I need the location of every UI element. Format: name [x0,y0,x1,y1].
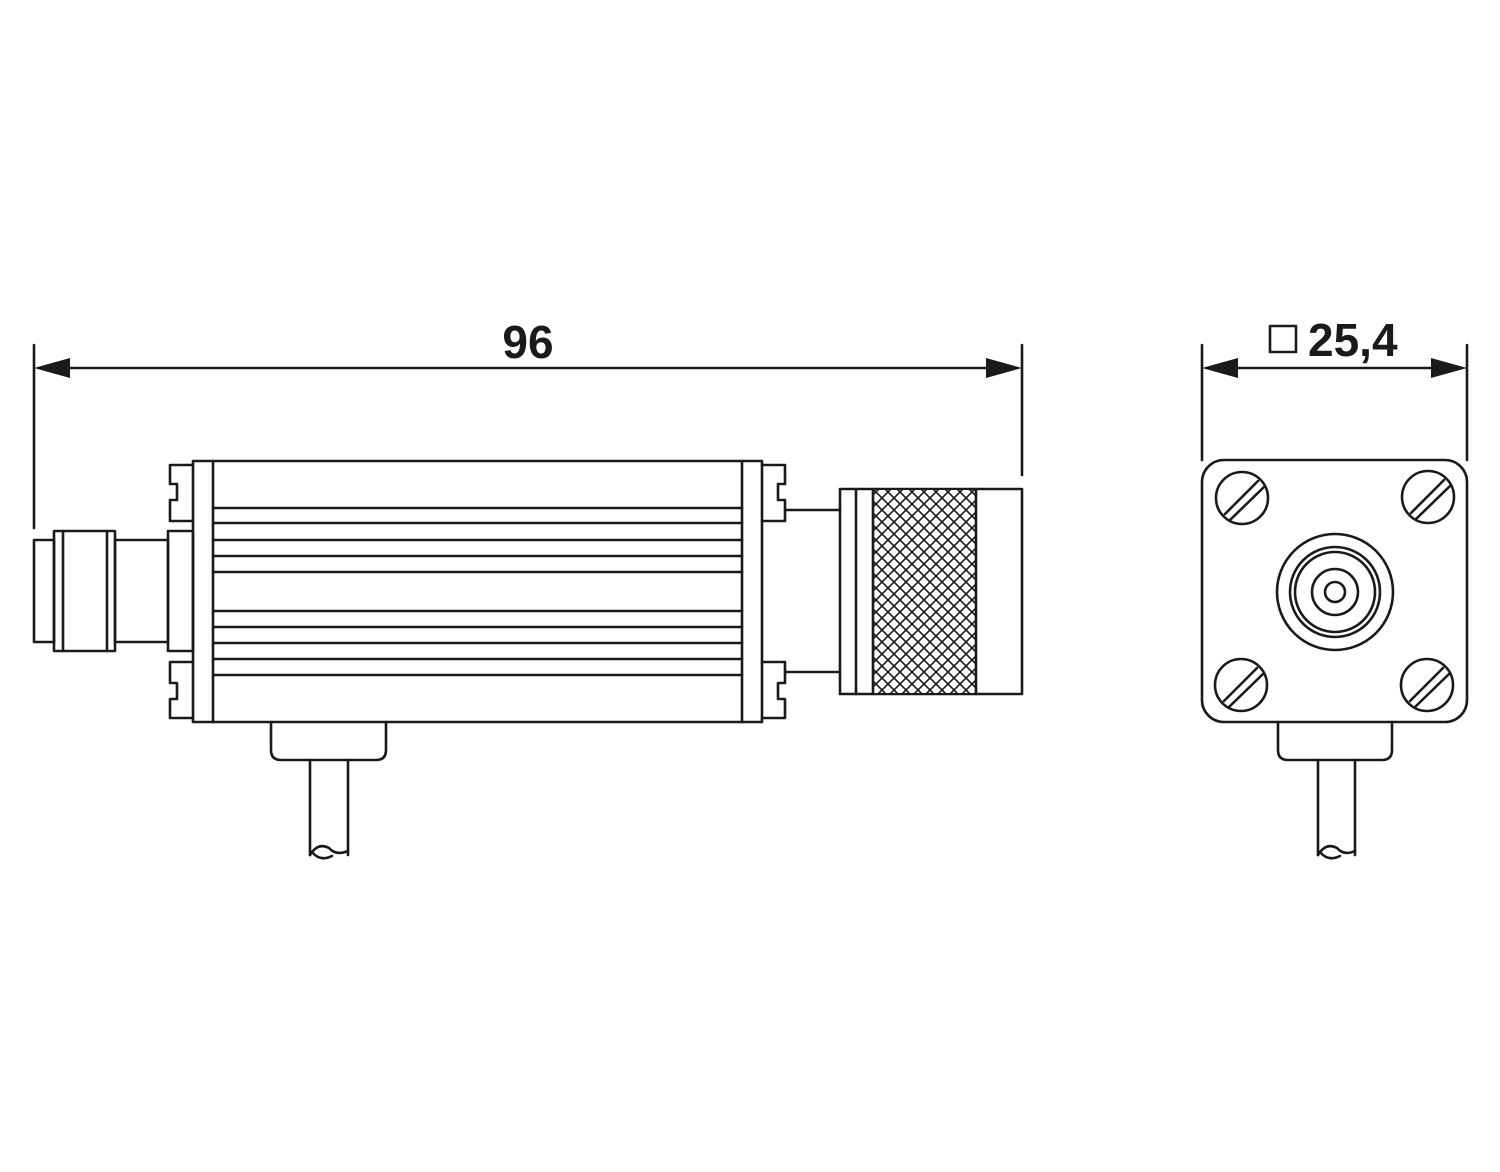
arrowhead-left [34,358,70,378]
right-connector [783,487,1024,696]
screw-top-right [1400,469,1456,525]
knurled-nut [873,490,976,693]
screw-top-left [1214,470,1270,526]
length-dimension-value: 96 [502,316,553,368]
flange-plate [1200,458,1469,724]
arrowhead-right [986,358,1022,378]
screw-bottom-left [1213,657,1269,713]
length-dimension [32,343,1024,530]
square-dimension [1200,324,1469,462]
cable-outlet [269,720,388,860]
arrowhead-left [1202,358,1238,378]
coax-socket [1275,532,1395,652]
housing [168,459,787,724]
square-symbol [1268,324,1298,354]
side-view [32,459,1024,860]
front-cable-outlet [1276,720,1394,860]
front-view [1200,458,1469,860]
screw-bottom-right [1399,657,1455,713]
arrowhead-right [1431,358,1467,378]
square-dimension-value: 25,4 [1308,314,1398,366]
left-connector [32,529,195,653]
